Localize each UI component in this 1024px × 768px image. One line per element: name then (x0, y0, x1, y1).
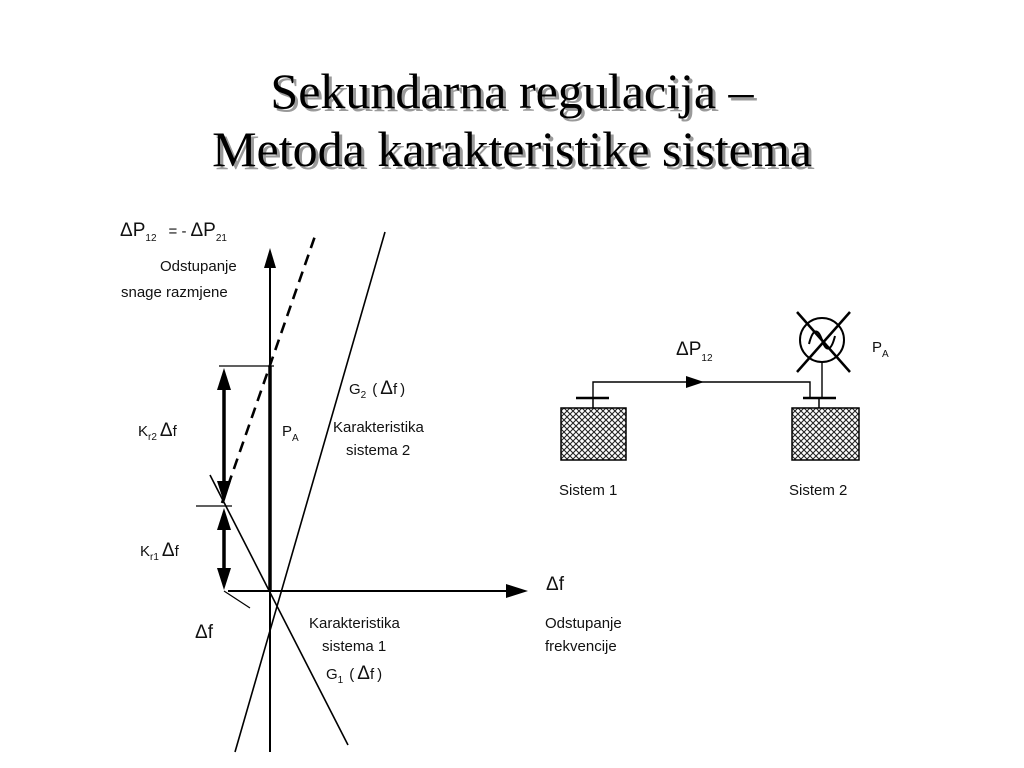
shifted-characteristic-dashed (220, 235, 317, 504)
two-system-schematic: ΔP12 PA Sistem 1 Sistem 2 (559, 311, 889, 499)
g1-characteristic-line (209, 474, 349, 746)
tie-flow-label: ΔP12 (676, 339, 713, 364)
x-axis-desc-2: frekvencije (545, 638, 617, 655)
g1-label: G1(Δf) (326, 663, 382, 686)
pa-label: PA (282, 423, 299, 444)
y-axis-desc-1: Odstupanje (160, 258, 237, 275)
generator-pa-label: PA (872, 339, 889, 360)
g2-desc-1: Karakteristika (333, 419, 425, 436)
disconnect-cross-2 (796, 311, 851, 373)
g2-label: G2(Δf) (349, 378, 405, 401)
g2-characteristic-line (234, 231, 386, 753)
system-1-block (560, 407, 627, 461)
y-axis-arrowhead (264, 248, 276, 268)
g2-desc-2: sistema 2 (346, 442, 410, 459)
x-axis-desc-1: Odstupanje (545, 615, 622, 632)
df-bracket-line (223, 590, 251, 609)
x-axis-label: Δf (546, 574, 565, 595)
g1-desc-1: Karakteristika (309, 615, 401, 632)
g1-desc-2: sistema 1 (322, 638, 386, 655)
kr1-arrow-head-up (217, 508, 231, 530)
tie-line-arrow (686, 376, 704, 388)
system-2-label: Sistem 2 (789, 482, 847, 499)
x-axis-arrowhead (506, 584, 528, 598)
kr1-arrow-head-down (217, 568, 231, 590)
title-line-2: Metoda karakteristike sistema (212, 121, 812, 177)
df-label: Δf (195, 622, 214, 643)
system-2-block (791, 407, 860, 461)
kr2-arrow-head-down (217, 481, 231, 503)
y-axis-desc-2: snage razmjene (121, 284, 228, 301)
title-line-1: Sekundarna regulacija – (270, 63, 754, 119)
y-axis-label: ΔP12= -ΔP21 (120, 220, 227, 244)
characteristic-diagram: ΔP12= -ΔP21 Odstupanje snage razmjene Δf… (120, 220, 622, 753)
kr2-arrow-head-up (217, 368, 231, 390)
slide-title: Sekundarna regulacija – Metoda karakteri… (0, 62, 1024, 178)
system-1-label: Sistem 1 (559, 482, 617, 499)
tie-line (592, 381, 811, 398)
